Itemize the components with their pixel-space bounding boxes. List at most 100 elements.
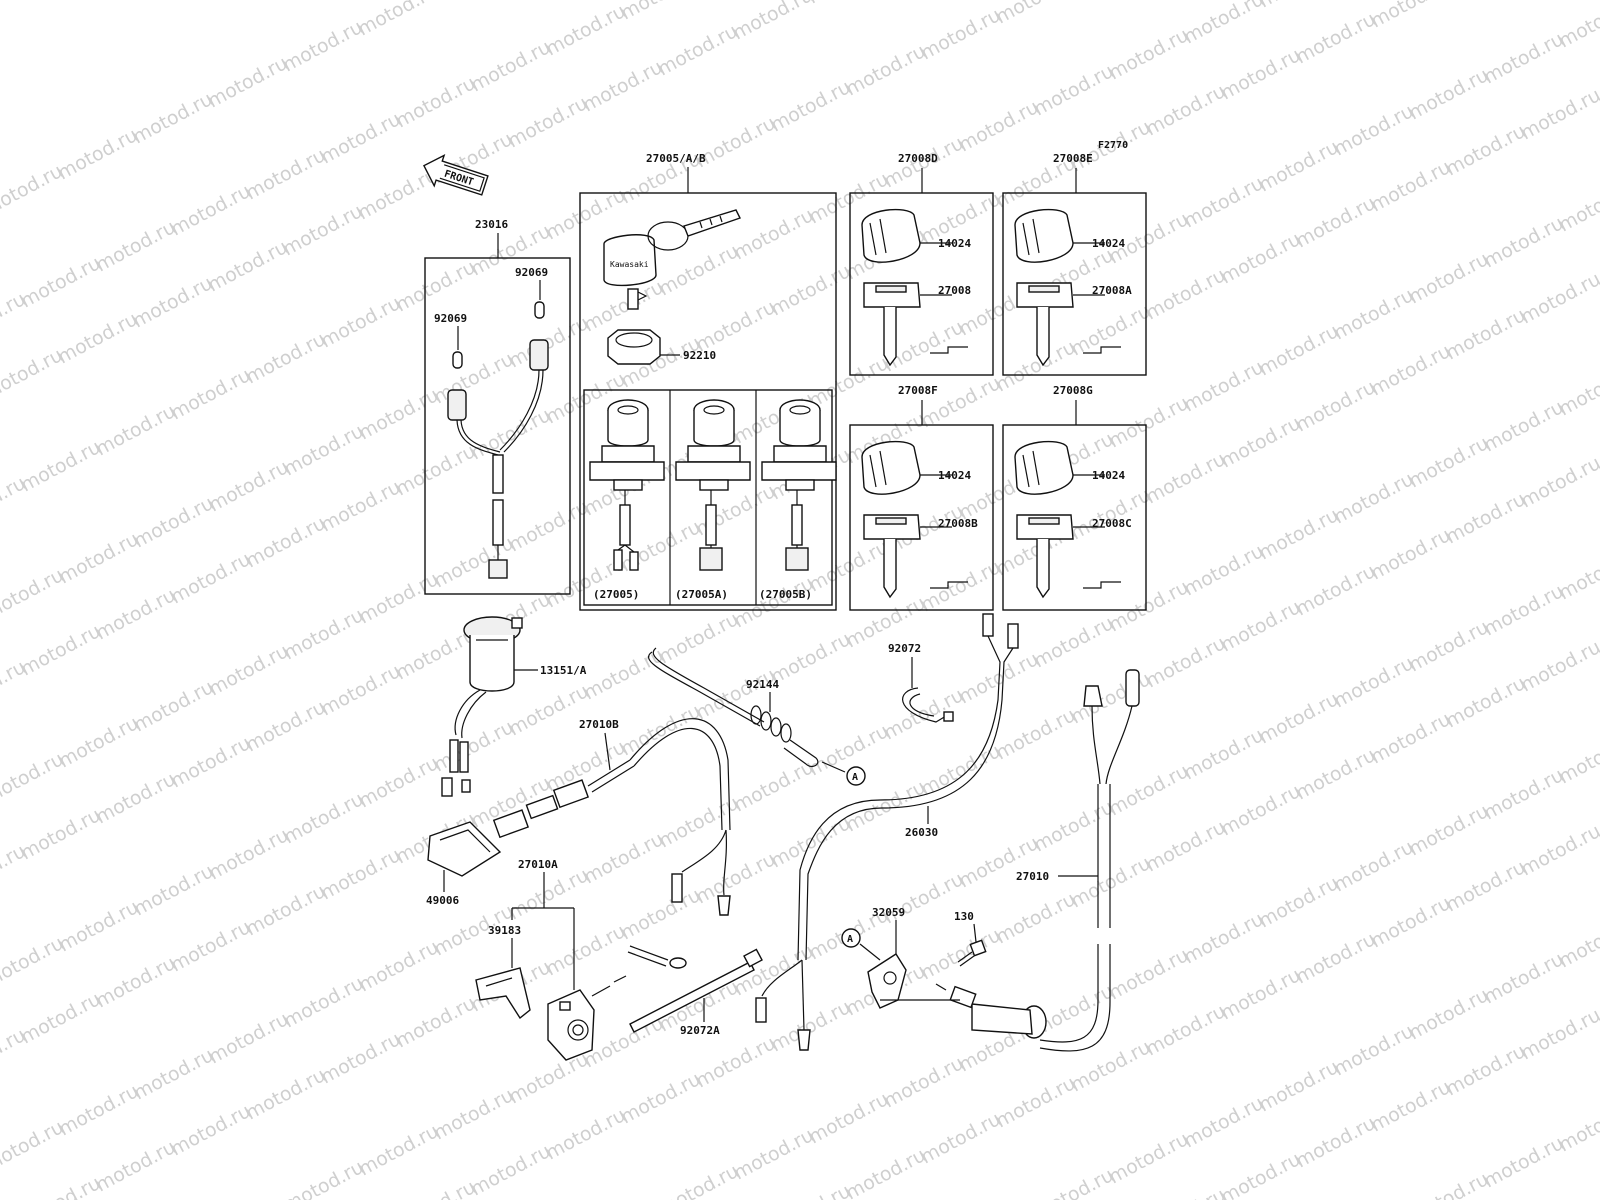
watermark-text: motod.ru [880, 1052, 967, 1112]
ignition-switch-body [761, 399, 837, 571]
watermark-text: motod.ru [167, 548, 254, 608]
watermark-text: motod.ru [505, 496, 592, 556]
indicator-13151 [441, 616, 523, 797]
band-92072 [902, 687, 954, 723]
label-27010: 27010 [1016, 870, 1049, 883]
watermark-text: motod.ru [1367, 892, 1454, 952]
watermark-text: motod.ru [280, 604, 367, 664]
watermark-text: motod.ru [1142, 448, 1229, 508]
watermark-text: motod.ru [392, 72, 479, 132]
watermark-text: motod.ru [917, 556, 1004, 616]
label-26030: 26030 [905, 826, 938, 839]
label-39183: 39183 [488, 924, 521, 937]
watermark-text: motod.ru [1180, 0, 1267, 48]
callout-a-upper: A [846, 766, 866, 786]
label-92072a: 92072A [680, 1024, 720, 1037]
watermark-text: motod.ru [1105, 576, 1192, 636]
watermark-text: motod.ru [167, 364, 254, 424]
watermark-text: motod.ru [92, 1136, 179, 1196]
watermark-text: motod.ru [55, 712, 142, 772]
watermark-text: motod.ru [1480, 1132, 1567, 1192]
watermark-text: motod.ru [1180, 908, 1267, 968]
watermark-text: motod.ru [130, 1044, 217, 1104]
watermark-text: motod.ru [17, 252, 104, 312]
box-27005 [579, 192, 837, 611]
watermark-text: motod.ru [767, 996, 854, 1056]
watermark-text: motod.ru [1405, 984, 1492, 1044]
watermark-text: motod.ru [1480, 580, 1567, 640]
callout-a-lower-label: A [847, 934, 853, 945]
watermark-text: motod.ru [1367, 524, 1454, 584]
key-box [1002, 400, 1147, 611]
watermark-text: motod.ru [92, 216, 179, 276]
watermark-text: motod.ru [692, 296, 779, 356]
watermark-text: motod.ru [317, 660, 404, 720]
watermark-text: motod.ru [730, 204, 817, 264]
watermark-text: motod.ru [1330, 1020, 1417, 1080]
watermark-text: motod.ru [655, 240, 742, 300]
watermark-text: motod.ru [617, 884, 704, 944]
clamp-39183 [475, 967, 531, 1020]
watermark-text: motod.ru [1555, 0, 1600, 52]
watermark-text: motod.ru [204, 52, 291, 112]
label-92069-b: 92069 [434, 312, 467, 325]
watermark-text: motod.ru [429, 0, 516, 4]
variant-27005: (27005) [593, 588, 639, 601]
watermark-text: motod.ru [205, 824, 292, 884]
watermark-text: motod.ru [505, 1048, 592, 1108]
watermark-text: motod.ru [467, 36, 554, 96]
watermark-text: motod.ru [992, 0, 1079, 28]
callout-a-upper-label: A [852, 772, 858, 783]
watermark-text: motod.ru [1067, 484, 1154, 544]
spring-92144 [647, 647, 846, 773]
watermark-text: motod.ru [1292, 560, 1379, 620]
watermark-text: motod.ru [204, 236, 291, 296]
label-27008e: 27008E [1053, 152, 1093, 165]
watermark-text: motod.ru [1517, 636, 1600, 696]
watermark-text: motod.ru [130, 860, 217, 920]
watermark-text: motod.ru [167, 916, 254, 976]
watermark-text: motod.ru [242, 1064, 329, 1124]
watermark-text: motod.ru [1180, 1092, 1267, 1152]
watermark-text: motod.ru [617, 1068, 704, 1128]
watermark-text: motod.ru [1330, 468, 1417, 528]
watermark-text: motod.ru [1442, 1040, 1529, 1100]
watermark-text: motod.ru [1105, 24, 1192, 84]
watermark-text: motod.ru [167, 180, 254, 240]
watermark-text: motod.ru [580, 828, 667, 888]
watermark-text: motod.ru [280, 972, 367, 1032]
label-130: 130 [954, 910, 974, 923]
watermark-text: motod.ru [392, 992, 479, 1052]
harness-23016 [447, 339, 549, 579]
watermark-text: motod.ru [430, 348, 517, 408]
watermark-text: motod.ru [280, 1156, 367, 1200]
watermark-text: motod.ru [1292, 376, 1379, 436]
ignition-switch-variants [589, 399, 837, 571]
bulb-92069-b [452, 351, 463, 369]
label-14024-g: 14024 [1092, 469, 1125, 482]
watermark-text: motod.ru [992, 1072, 1079, 1132]
label-27008g: 27008G [1053, 384, 1093, 397]
watermark-text: motod.ru [1367, 340, 1454, 400]
watermark-text: motod.ru [1292, 8, 1379, 68]
watermark-text: motod.ru [280, 788, 367, 848]
watermark-text: motod.ru [55, 1080, 142, 1140]
nut-92210 [607, 329, 661, 365]
watermark-text: motod.ru [392, 1176, 479, 1200]
lead-wire [613, 945, 687, 983]
front-arrow-icon: FRONT [423, 153, 489, 196]
watermark-text: motod.ru [542, 920, 629, 980]
watermark-text: motod.ru [1367, 708, 1454, 768]
watermark-text: motod.ru [1142, 80, 1229, 140]
watermark-text: motod.ru [1330, 836, 1417, 896]
watermark-text: motod.ru [92, 400, 179, 460]
watermark-text: motod.ru [1367, 156, 1454, 216]
watermark-text: motod.ru [130, 676, 217, 736]
key-brand-label: Kawasaki [610, 260, 649, 269]
watermark-text: motod.ru [242, 696, 329, 756]
ignition-key: Kawasaki [603, 209, 741, 310]
watermark-text: motod.ru [317, 1028, 404, 1088]
watermark-text: motod.ru [317, 292, 404, 352]
watermark-text: motod.ru [17, 620, 104, 680]
watermark-text: motod.ru [1180, 356, 1267, 416]
